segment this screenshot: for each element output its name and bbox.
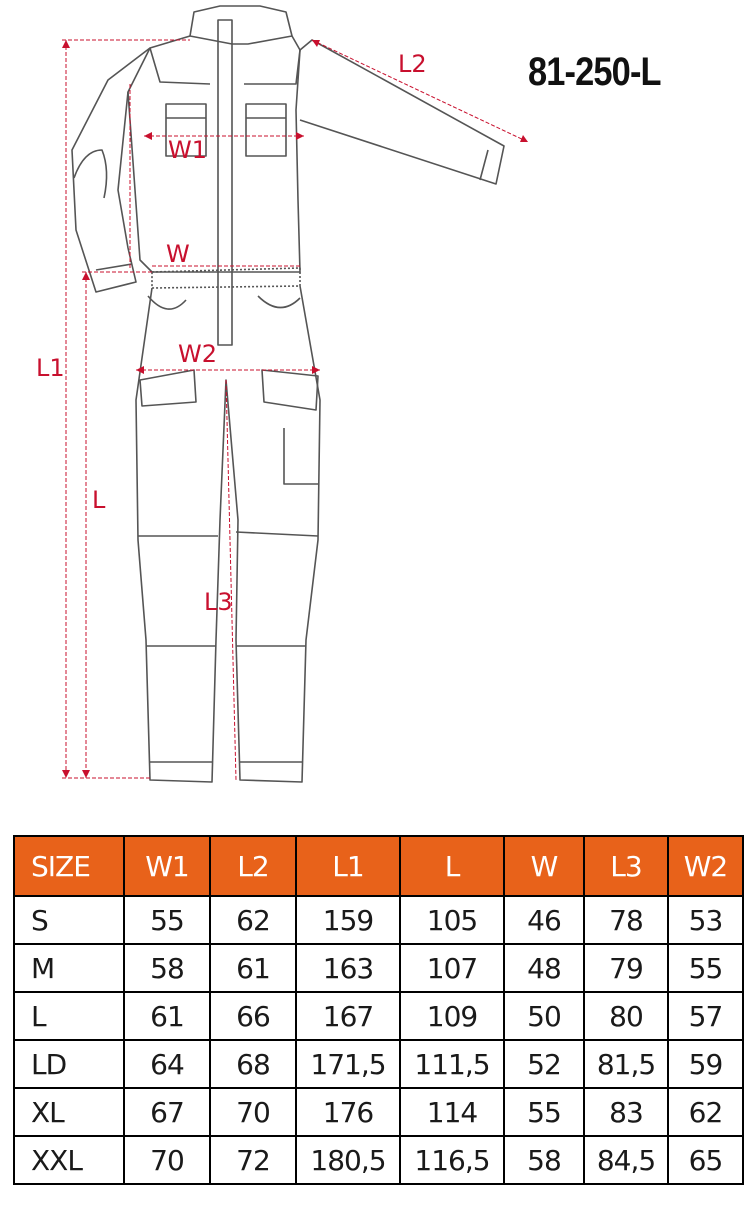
table-cell: 58 [503, 1135, 585, 1185]
w1-label: W1 [168, 136, 207, 164]
size-cell: L [13, 991, 125, 1041]
side-pocket [283, 428, 318, 485]
table-cell: 62 [667, 1087, 744, 1137]
table-row: LD 64 68 171,5 111,5 52 81,5 59 [13, 1039, 744, 1089]
header-w2: W2 [667, 835, 744, 897]
table-cell: 68 [209, 1039, 297, 1089]
l2-dimension-line [311, 39, 529, 143]
table-header-row: SIZE W1 L2 L1 L W L3 W2 [13, 835, 744, 897]
torso-outline [127, 35, 301, 273]
right-sleeve-outline [299, 39, 505, 185]
header-l3: L3 [583, 835, 669, 897]
table-row: L 61 66 167 109 50 80 57 [13, 991, 744, 1041]
l2-label: L2 [398, 50, 427, 78]
left-knee-pocket [139, 369, 197, 407]
table-cell: 64 [123, 1039, 211, 1089]
table-cell: 83 [583, 1087, 669, 1137]
table-cell: 58 [123, 943, 211, 993]
header-size: SIZE [13, 835, 125, 897]
table-cell: 52 [503, 1039, 585, 1089]
table-cell: 50 [503, 991, 585, 1041]
l1-label: L1 [36, 354, 65, 382]
table-cell: 70 [209, 1087, 297, 1137]
size-cell: XXL [13, 1135, 125, 1185]
table-cell: 67 [123, 1087, 211, 1137]
waistband [151, 267, 301, 289]
size-cell: XL [13, 1087, 125, 1137]
coverall-diagram: L2 W1 W L1 W2 L L3 81-250-L [36, 5, 662, 783]
table-cell: 70 [123, 1135, 211, 1185]
table-cell: 55 [667, 943, 744, 993]
table-cell: 48 [503, 943, 585, 993]
coverall-drawing [62, 5, 529, 783]
table-cell: 78 [583, 895, 669, 945]
table-cell: 167 [295, 991, 401, 1041]
table-row: XXL 70 72 180,5 116,5 58 84,5 65 [13, 1135, 744, 1185]
table-cell: 163 [295, 943, 401, 993]
table-cell: 107 [399, 943, 505, 993]
product-code: 81-250-L [528, 50, 662, 94]
header-w: W [503, 835, 585, 897]
l3-label: L3 [204, 588, 233, 616]
table-cell: 116,5 [399, 1135, 505, 1185]
table-row: S 55 62 159 105 46 78 53 [13, 895, 744, 945]
table-cell: 159 [295, 895, 401, 945]
table-cell: 109 [399, 991, 505, 1041]
table-cell: 59 [667, 1039, 744, 1089]
table-row: M 58 61 163 107 48 79 55 [13, 943, 744, 993]
w-label: W [166, 240, 190, 268]
table-cell: 57 [667, 991, 744, 1041]
table-cell: 61 [123, 991, 211, 1041]
table-cell: 46 [503, 895, 585, 945]
table-cell: 171,5 [295, 1039, 401, 1089]
table-cell: 114 [399, 1087, 505, 1137]
left-chest-pocket [165, 103, 207, 157]
zipper-placket [217, 19, 233, 346]
yoke-line [149, 47, 301, 85]
right-knee-pocket [261, 369, 319, 411]
table-cell: 176 [295, 1087, 401, 1137]
size-cell: S [13, 895, 125, 945]
table-cell: 66 [209, 991, 297, 1041]
header-l2: L2 [209, 835, 297, 897]
left-sleeve-outline [71, 47, 151, 293]
table-cell: 79 [583, 943, 669, 993]
header-l1: L1 [295, 835, 401, 897]
table-cell: 111,5 [399, 1039, 505, 1089]
table-cell: 55 [123, 895, 211, 945]
table-cell: 84,5 [583, 1135, 669, 1185]
table-cell: 80 [583, 991, 669, 1041]
table-cell: 65 [667, 1135, 744, 1185]
header-l: L [399, 835, 505, 897]
table-cell: 53 [667, 895, 744, 945]
table-cell: 72 [209, 1135, 297, 1185]
collar-outline [189, 5, 293, 45]
right-chest-pocket [245, 103, 287, 157]
table-cell: 62 [209, 895, 297, 945]
l3-dimension-line [225, 379, 237, 781]
table-cell: 81,5 [583, 1039, 669, 1089]
table-cell: 180,5 [295, 1135, 401, 1185]
table-cell: 105 [399, 895, 505, 945]
table-row: XL 67 70 176 114 55 83 62 [13, 1087, 744, 1137]
table-cell: 55 [503, 1087, 585, 1137]
size-cell: M [13, 943, 125, 993]
w2-label: W2 [178, 340, 217, 368]
table-cell: 61 [209, 943, 297, 993]
l-label: L [92, 486, 106, 514]
size-chart-table: SIZE W1 L2 L1 L W L3 W2 S 55 62 159 105 … [13, 835, 744, 1185]
size-cell: LD [13, 1039, 125, 1089]
header-w1: W1 [123, 835, 211, 897]
